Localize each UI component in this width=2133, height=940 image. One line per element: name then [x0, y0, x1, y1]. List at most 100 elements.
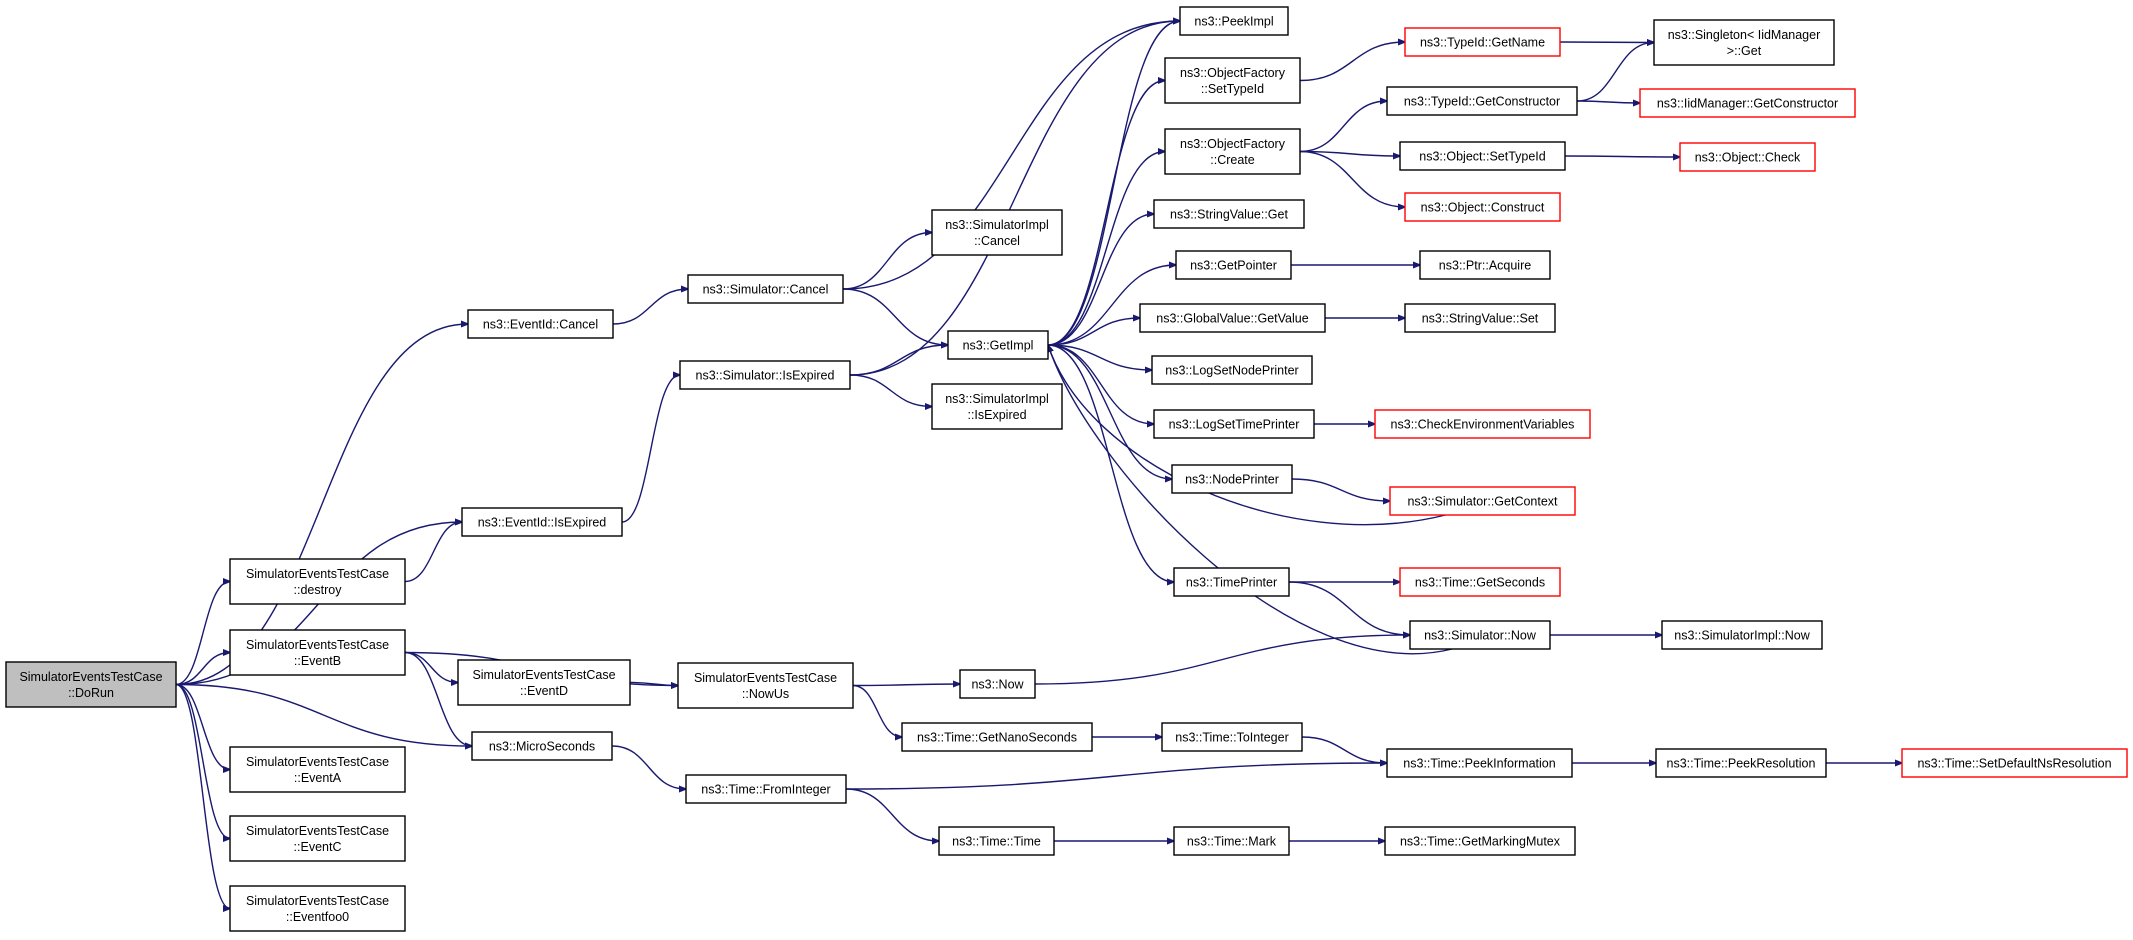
- graph-node-getname[interactable]: ns3::TypeId::GetName: [1404, 27, 1561, 57]
- node-label: ns3::Simulator::Cancel: [703, 283, 829, 297]
- edge-path: [611, 745, 686, 789]
- edge-getimpl-to-nodeprinter: [1047, 344, 1172, 479]
- node-box: [1399, 567, 1561, 597]
- graph-node-strget[interactable]: ns3::StringValue::Get: [1153, 199, 1305, 229]
- graph-node-evidexpired[interactable]: ns3::EventId::IsExpired: [461, 507, 623, 537]
- graph-node-objsettype[interactable]: ns3::Object::SetTypeId: [1399, 141, 1566, 171]
- graph-node-logtime[interactable]: ns3::LogSetTimePrinter: [1153, 409, 1315, 439]
- edge-path: [1288, 581, 1410, 635]
- graph-node-implnow[interactable]: ns3::SimulatorImpl::Now: [1661, 620, 1823, 650]
- edge-simcancel-to-implcancel: [842, 233, 932, 290]
- edge-path: [1299, 150, 1400, 157]
- edge-path: [1047, 265, 1176, 346]
- edge-path: [404, 522, 462, 583]
- graph-node-evidcancel[interactable]: ns3::EventId::Cancel: [467, 309, 614, 339]
- graph-node-peekinfo[interactable]: ns3::Time::PeekInformation: [1386, 748, 1573, 778]
- node-box: [1409, 620, 1551, 650]
- node-box: [1153, 409, 1315, 439]
- graph-node-eventd[interactable]: SimulatorEventsTestCase::EventD: [457, 659, 631, 706]
- edge-path: [1047, 214, 1154, 346]
- graph-node-getimpl[interactable]: ns3::GetImpl: [947, 330, 1049, 360]
- node-label: SimulatorEventsTestCase: [246, 755, 389, 769]
- graph-node-eventa[interactable]: SimulatorEventsTestCase::EventA: [229, 746, 406, 793]
- graph-node-nowus[interactable]: SimulatorEventsTestCase::NowUs: [677, 662, 854, 709]
- graph-node-getnano[interactable]: ns3::Time::GetNanoSeconds: [901, 722, 1093, 752]
- edge-ofcreate-to-objconstruct: [1299, 150, 1405, 208]
- edge-getimpl-to-strget: [1047, 214, 1154, 346]
- node-label: ::Create: [1210, 153, 1255, 167]
- node-label: ns3::Time::GetSeconds: [1415, 576, 1545, 590]
- graph-node-simexpired[interactable]: ns3::Simulator::IsExpired: [679, 360, 851, 390]
- edge-path: [404, 651, 472, 747]
- node-label: ::EventC: [294, 840, 342, 854]
- node-label: ns3::SimulatorImpl: [945, 218, 1049, 232]
- node-label: ns3::Time::PeekInformation: [1403, 757, 1555, 771]
- graph-node-now[interactable]: ns3::Now: [959, 669, 1036, 699]
- graph-node-dorun[interactable]: SimulatorEventsTestCase::DoRun: [5, 661, 177, 708]
- graph-node-timetime[interactable]: ns3::Time::Time: [938, 826, 1055, 856]
- graph-node-ptracquire[interactable]: ns3::Ptr::Acquire: [1419, 250, 1551, 280]
- node-label: SimulatorEventsTestCase: [694, 671, 837, 685]
- graph-node-getctor[interactable]: ns3::TypeId::GetConstructor: [1386, 86, 1578, 116]
- graph-node-strset[interactable]: ns3::StringValue::Set: [1404, 303, 1556, 333]
- node-label: ns3::ObjectFactory: [1180, 137, 1286, 151]
- graph-node-implexpired[interactable]: ns3::SimulatorImpl::IsExpired: [931, 383, 1063, 430]
- graph-node-fromint[interactable]: ns3::Time::FromInteger: [685, 774, 847, 804]
- graph-node-getmutex[interactable]: ns3::Time::GetMarkingMutex: [1384, 826, 1576, 856]
- graph-node-implcancel[interactable]: ns3::SimulatorImpl::Cancel: [931, 209, 1063, 256]
- edge-getname-to-singleton: [1559, 42, 1654, 43]
- edge-path: [1047, 344, 1174, 582]
- edge-path: [1576, 101, 1640, 103]
- node-label: ns3::StringValue::Get: [1170, 208, 1288, 222]
- graph-node-ofcreate[interactable]: ns3::ObjectFactory::Create: [1164, 128, 1301, 175]
- graph-node-checkenv[interactable]: ns3::CheckEnvironmentVariables: [1374, 409, 1591, 439]
- node-box: [471, 731, 613, 761]
- node-box: [1655, 748, 1827, 778]
- graph-node-tointeger[interactable]: ns3::Time::ToInteger: [1161, 722, 1303, 752]
- node-box: [947, 330, 1049, 360]
- graph-node-simnow[interactable]: ns3::Simulator::Now: [1409, 620, 1551, 650]
- graph-node-lognode[interactable]: ns3::LogSetNodePrinter: [1151, 355, 1313, 385]
- edge-getctor-to-iidctor: [1576, 101, 1640, 103]
- graph-node-micro[interactable]: ns3::MicroSeconds: [471, 731, 613, 761]
- node-label: SimulatorEventsTestCase: [246, 638, 389, 652]
- graph-node-getcontext[interactable]: ns3::Simulator::GetContext: [1389, 486, 1576, 516]
- graph-node-gvget[interactable]: ns3::GlobalValue::GetValue: [1139, 303, 1326, 333]
- graph-node-eventc[interactable]: SimulatorEventsTestCase::EventC: [229, 815, 406, 862]
- graph-node-getpointer[interactable]: ns3::GetPointer: [1175, 250, 1292, 280]
- graph-node-destroy[interactable]: SimulatorEventsTestCase::destroy: [229, 558, 406, 605]
- graph-node-getseconds[interactable]: ns3::Time::GetSeconds: [1399, 567, 1561, 597]
- graph-node-objcheck[interactable]: ns3::Object::Check: [1679, 142, 1816, 172]
- graph-node-mark[interactable]: ns3::Time::Mark: [1173, 826, 1290, 856]
- edge-path: [849, 345, 948, 376]
- graph-node-nodeprinter[interactable]: ns3::NodePrinter: [1171, 464, 1293, 494]
- node-box: [1404, 27, 1561, 57]
- edge-path: [612, 289, 688, 325]
- node-box: [1164, 57, 1301, 104]
- edge-ofsettype-to-getname: [1299, 42, 1405, 82]
- node-label: ns3::GetPointer: [1190, 259, 1277, 273]
- edge-path: [1299, 101, 1387, 153]
- graph-node-iidctor[interactable]: ns3::IidManager::GetConstructor: [1639, 88, 1856, 118]
- graph-node-simcancel[interactable]: ns3::Simulator::Cancel: [687, 274, 844, 304]
- graph-node-singleton[interactable]: ns3::Singleton< IidManager>::Get: [1653, 19, 1835, 66]
- graph-node-eventfoo[interactable]: SimulatorEventsTestCase::Eventfoo0: [229, 885, 406, 932]
- edge-path: [845, 788, 939, 841]
- edge-path: [175, 683, 230, 770]
- node-label: ::IsExpired: [967, 408, 1026, 422]
- graph-node-eventb[interactable]: SimulatorEventsTestCase::EventB: [229, 629, 406, 676]
- graph-node-objconstruct[interactable]: ns3::Object::Construct: [1404, 192, 1561, 222]
- node-box: [229, 629, 406, 676]
- node-box: [1404, 192, 1561, 222]
- nodes-layer: SimulatorEventsTestCase::DoRun ns3::Event…: [5, 6, 2128, 932]
- edge-evidexpired-to-simexpired: [621, 375, 680, 523]
- node-box: [1386, 748, 1573, 778]
- node-box: [1164, 128, 1301, 175]
- graph-node-peekimpl[interactable]: ns3::PeekImpl: [1179, 6, 1289, 36]
- node-label: ns3::CheckEnvironmentVariables: [1391, 418, 1575, 432]
- graph-node-setdefres[interactable]: ns3::Time::SetDefaultNsResolution: [1901, 748, 2128, 778]
- node-box: [229, 558, 406, 605]
- graph-node-ofsettype[interactable]: ns3::ObjectFactory::SetTypeId: [1164, 57, 1301, 104]
- graph-node-peekres[interactable]: ns3::Time::PeekResolution: [1655, 748, 1827, 778]
- graph-node-timeprinter[interactable]: ns3::TimePrinter: [1173, 567, 1290, 597]
